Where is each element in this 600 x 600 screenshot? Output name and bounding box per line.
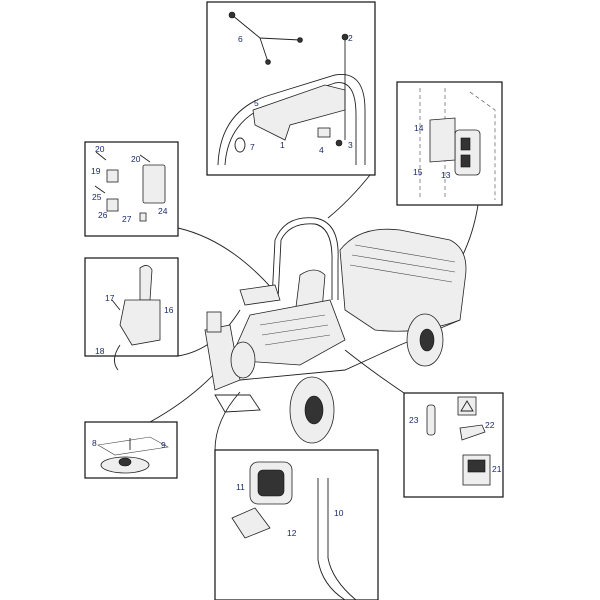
callout-16: 16	[164, 305, 174, 315]
callout-18: 18	[95, 346, 105, 356]
callout-6: 6	[238, 34, 243, 44]
detail-box-roll-bar-bracket	[206, 1, 376, 176]
callout-9: 9	[161, 440, 166, 450]
callout-23: 23	[409, 415, 419, 425]
callout-2: 2	[348, 33, 353, 43]
switch-panel-parts	[419, 88, 496, 200]
callout-17: 17	[105, 293, 115, 303]
roll-bar-bracket-parts	[217, 11, 366, 166]
machine-illustration	[204, 217, 467, 444]
callout-12: 12	[287, 528, 297, 538]
callout-8: 8	[92, 438, 97, 448]
callout-5: 5	[254, 98, 259, 108]
callout-4: 4	[319, 145, 324, 155]
callout-13: 13	[441, 170, 451, 180]
work-light-parts	[231, 461, 357, 600]
detail-box-work-light	[214, 449, 379, 600]
detail-box-relays	[84, 141, 179, 237]
callout-11: 11	[236, 482, 245, 492]
callout-24: 24	[158, 206, 168, 216]
callout-26: 26	[98, 210, 108, 220]
callout-22: 22	[485, 420, 495, 430]
mirror	[206, 311, 222, 333]
detail-box-hazard-switch	[403, 392, 504, 498]
callout-21: 21	[492, 464, 502, 474]
callout-25: 25	[92, 192, 102, 202]
callout-15: 15	[413, 167, 423, 177]
detail-box-switch-panel	[396, 81, 503, 206]
callout-3: 3	[348, 140, 353, 150]
callout-27: 27	[122, 214, 132, 224]
relay-parts	[94, 151, 166, 222]
beacon-parts	[97, 436, 169, 474]
hazard-switch-parts	[426, 396, 491, 486]
callout-20: 20	[131, 154, 141, 164]
callout-19: 19	[91, 166, 101, 176]
callout-20: 20	[95, 144, 105, 154]
callout-7: 7	[250, 142, 255, 152]
callout-1: 1	[280, 140, 285, 150]
detail-box-joystick	[84, 257, 179, 357]
detail-box-beacon	[84, 421, 178, 479]
callout-14: 14	[414, 123, 424, 133]
callout-10: 10	[334, 508, 344, 518]
joystick-parts	[111, 265, 161, 371]
